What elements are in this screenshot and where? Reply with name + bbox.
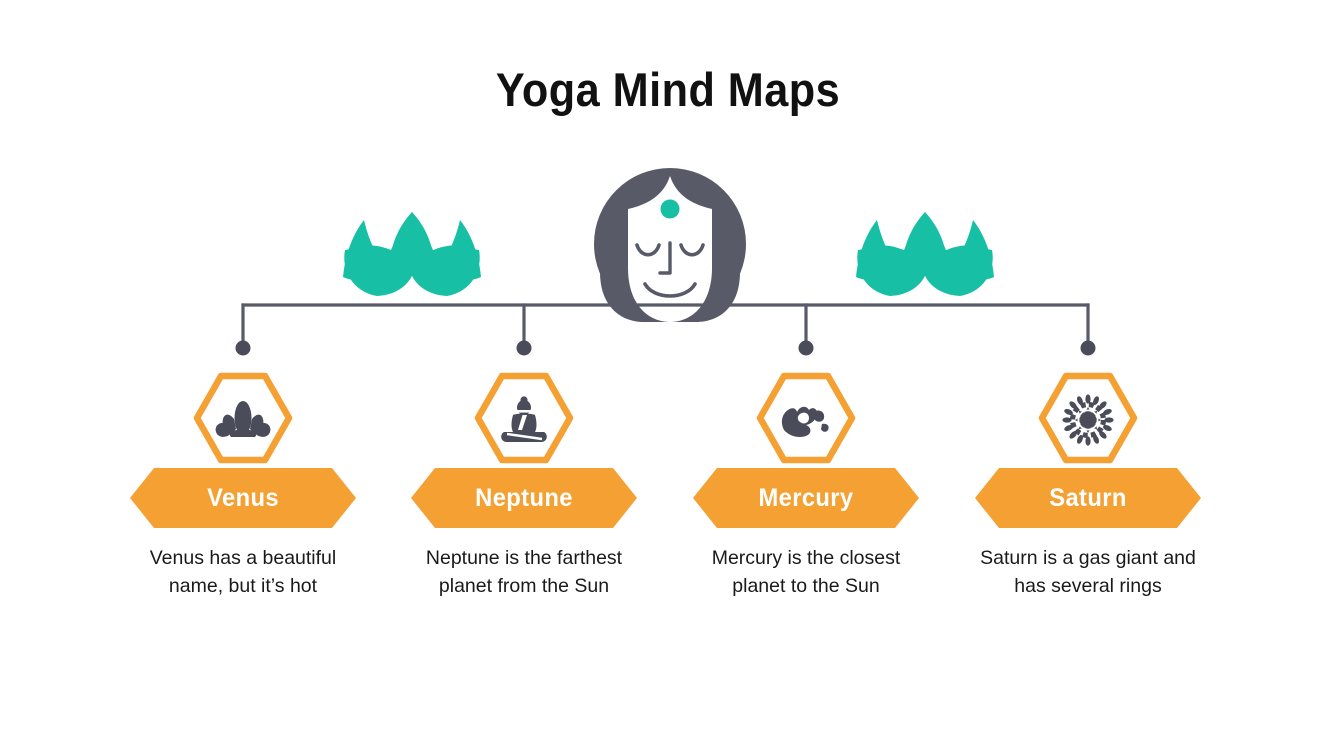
node-label: Venus (207, 484, 279, 512)
mandala-chakra-icon[interactable] (1038, 370, 1138, 466)
node-label: Neptune (475, 484, 573, 512)
branch-dot (1080, 340, 1096, 356)
node-label: Saturn (1049, 484, 1127, 512)
node-description: Neptune is the farthest planet from the … (425, 547, 623, 597)
branch-dot (798, 340, 814, 356)
hex-icon-container (947, 370, 1229, 468)
mindmap-node-saturn[interactable]: Saturn Saturn is a gas giant and has sev… (947, 370, 1229, 600)
hex-icon-container (383, 370, 665, 468)
banner-shape (130, 468, 356, 528)
banner-shape (411, 468, 637, 528)
banner-shape (975, 468, 1201, 528)
branch-dot (516, 340, 532, 356)
node-description: Mercury is the closest planet to the Sun (711, 547, 901, 597)
banner-shape (693, 468, 919, 528)
node-banner[interactable]: Neptune (411, 468, 637, 528)
buddha-meditation-icon[interactable] (474, 370, 574, 466)
mindmap-node-mercury[interactable]: Mercury Mercury is the closest planet to… (665, 370, 947, 600)
node-banner[interactable]: Mercury (693, 468, 919, 528)
page-title: Yoga Mind Maps (495, 63, 841, 116)
mudra-hand-icon[interactable] (756, 370, 856, 466)
mindmap-node-neptune[interactable]: Neptune Neptune is the farthest planet f… (383, 370, 665, 600)
node-banner[interactable]: Venus (130, 468, 356, 528)
hex-icon-container (665, 370, 947, 468)
node-banner[interactable]: Saturn (975, 468, 1201, 528)
mindmap-node-venus[interactable]: Venus Venus has a beautiful name, but it… (102, 370, 384, 600)
node-description: Venus has a beautiful name, but it’s hot (149, 547, 337, 597)
lotus-icon[interactable] (193, 370, 293, 466)
node-label: Mercury (758, 484, 854, 512)
branch-dot (235, 340, 251, 356)
hex-icon-container (102, 370, 384, 468)
node-description: Saturn is a gas giant and has several ri… (980, 547, 1196, 597)
